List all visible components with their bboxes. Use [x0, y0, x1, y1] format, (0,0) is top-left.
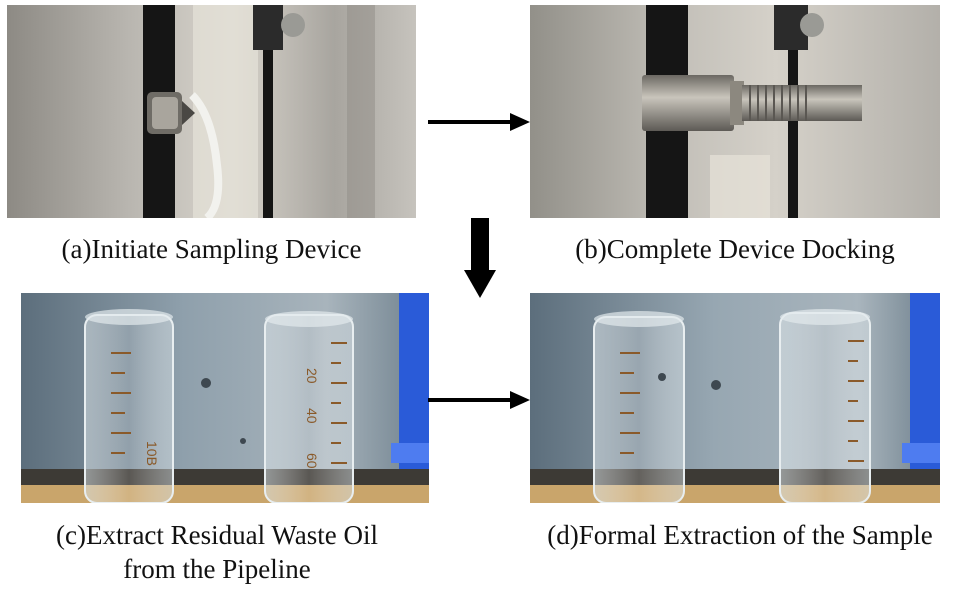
- arrow-down-center: [464, 218, 496, 298]
- right-cylinder-tick-60: 60: [304, 453, 320, 469]
- caption-c-line1: (c)Extract Residual Waste Oil: [56, 520, 378, 550]
- right-cylinder-tick-40: 40: [304, 408, 320, 424]
- caption-a: (a)Initiate Sampling Device: [61, 234, 362, 264]
- right-cylinder-tick-20: 20: [304, 368, 320, 384]
- left-cylinder-marking: 10B: [144, 441, 160, 466]
- caption-c-line2: from the Pipeline: [123, 554, 311, 584]
- photo-extract-residual-oil: 10B 20 40 60: [21, 293, 429, 503]
- arrow-right-top: [428, 110, 530, 134]
- photo-device-docking: [530, 5, 940, 218]
- caption-b: (b)Complete Device Docking: [575, 234, 895, 264]
- arrow-right-bottom: [428, 388, 530, 412]
- caption-d: (d)Formal Extraction of the Sample: [547, 520, 933, 550]
- photo-initiate-sampling: [7, 5, 416, 218]
- photo-formal-extraction: [530, 293, 940, 503]
